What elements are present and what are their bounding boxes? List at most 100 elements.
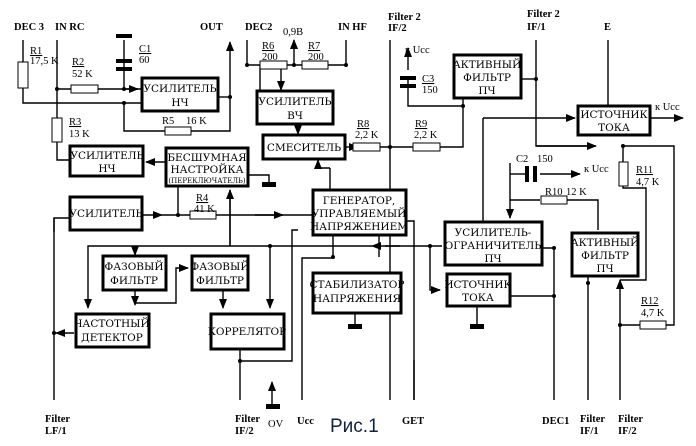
svg-text:СМЕСИТЕЛЬ: СМЕСИТЕЛЬ bbox=[267, 142, 341, 154]
svg-text:ФИЛЬТР: ФИЛЬТР bbox=[110, 275, 158, 287]
block-phase-filter-1: ФАЗОВЫЙ ФИЛЬТР bbox=[101, 254, 168, 292]
capacitor-c3 bbox=[400, 76, 416, 88]
block-current-source-top: ИСТОЧНИК ТОКА bbox=[576, 104, 652, 137]
label-r3-name: R3 bbox=[69, 117, 81, 128]
block-freq-detector: ЧАСТОТНЫЙ ДЕТЕКТОР bbox=[74, 312, 151, 349]
wires bbox=[22, 39, 684, 404]
label-c3-value: 150 bbox=[422, 85, 438, 96]
svg-text:УСИЛИТЕЛЬ: УСИЛИТЕЛЬ bbox=[143, 83, 216, 95]
block-phase-filter-2: ФАЗОВЫЙ ФИЛЬТР bbox=[190, 254, 250, 292]
svg-text:БЕСШУМНАЯ: БЕСШУМНАЯ bbox=[167, 152, 246, 164]
resistor-r3 bbox=[51, 117, 63, 143]
label-r10-name: R10 bbox=[545, 187, 563, 198]
block-mixer: СМЕСИТЕЛЬ bbox=[261, 133, 347, 161]
label-r8-value: 2,2 K bbox=[355, 130, 379, 141]
resistor-r6 bbox=[259, 60, 288, 70]
resistor-r5 bbox=[164, 126, 192, 136]
svg-text:ПЧ: ПЧ bbox=[596, 263, 613, 275]
svg-text:ОГРАНИЧИТЕЛЬ: ОГРАНИЧИТЕЛЬ bbox=[445, 240, 542, 252]
label-c2-name: C2 bbox=[516, 154, 528, 165]
svg-text:ФИЛЬТР: ФИЛЬТР bbox=[463, 72, 511, 84]
ground-icon bbox=[348, 324, 362, 329]
junctions bbox=[52, 63, 625, 363]
label-r7-name: R7 bbox=[308, 41, 320, 52]
block-silent-tuning: БЕСШУМНАЯ НАСТРОЙКА (ПЕРЕКЛЮЧАТЕЛЬ) bbox=[164, 146, 250, 188]
block-amp-lf-left: УСИЛИТЕЛЬ НЧ bbox=[68, 144, 145, 178]
label-c1-name: C1 bbox=[139, 44, 151, 55]
svg-text:ФАЗОВЫЙ: ФАЗОВЫЙ bbox=[190, 259, 249, 273]
svg-text:УСИЛИТЕЛЬ: УСИЛИТЕЛЬ bbox=[258, 96, 331, 108]
block-vco: ГЕНЕРАТОР, УПРАВЛЯЕМЫЙ НАПРЯЖЕНИЕМ bbox=[310, 188, 408, 237]
pin-ucc-bottom: Ucc bbox=[297, 416, 314, 427]
passive-components bbox=[17, 34, 667, 409]
svg-text:ИСТОЧНИК: ИСТОЧНИК bbox=[580, 109, 647, 121]
label-r12-value: 4,7 K bbox=[641, 308, 665, 319]
label-r9-name: R9 bbox=[415, 119, 427, 130]
block-amp-hf: УСИЛИТЕЛЬ ВЧ bbox=[255, 89, 335, 126]
pin-ucc-c3: к Ucc bbox=[405, 45, 430, 56]
pin-0-9v: 0,9В bbox=[283, 27, 303, 38]
ground-icon bbox=[470, 324, 484, 329]
svg-text:СТАБИЛИЗАТОР: СТАБИЛИЗАТОР bbox=[310, 279, 405, 291]
resistor-r11 bbox=[618, 161, 629, 187]
pin-dec1: DEC1 bbox=[542, 416, 569, 427]
block-current-source-bottom: ИСТОЧНИК ТОКА bbox=[444, 272, 512, 308]
label-r3-value: 13 K bbox=[69, 129, 90, 140]
pin-out: OUT bbox=[200, 22, 223, 33]
svg-text:IF/2: IF/2 bbox=[388, 23, 407, 34]
label-r4-value: 41 K bbox=[194, 204, 215, 215]
block-correlator: КОРРЕЛЯТОР bbox=[208, 312, 286, 351]
label-c1-value: 60 bbox=[139, 55, 150, 66]
svg-text:IF/2: IF/2 bbox=[235, 426, 254, 437]
svg-text:НАСТРОЙКА: НАСТРОЙКА bbox=[170, 162, 243, 176]
label-r5-value: 16 K bbox=[186, 116, 207, 127]
ground-icon bbox=[262, 182, 276, 187]
block-amp-lf-top: УСИЛИТЕЛЬ НЧ bbox=[140, 76, 220, 113]
svg-text:ФАЗОВЫЙ: ФАЗОВЫЙ bbox=[104, 259, 163, 273]
pin-in-rc: IN RC bbox=[55, 22, 84, 33]
label-r2-name: R2 bbox=[72, 57, 84, 68]
svg-text:ПЧ: ПЧ bbox=[484, 253, 501, 265]
pin-dec2: DEC2 bbox=[245, 22, 272, 33]
svg-text:ТОКА: ТОКА bbox=[462, 292, 494, 304]
svg-text:ПЧ: ПЧ bbox=[478, 85, 495, 97]
block-voltage-stabilizer: СТАБИЛИЗАТОР НАПРЯЖЕНИЯ bbox=[310, 271, 405, 315]
svg-text:ФИЛЬТР: ФИЛЬТР bbox=[196, 275, 244, 287]
pin-labels: DEC 3 IN RC OUT DEC2 0,9В IN HF Filter 2… bbox=[14, 9, 680, 437]
svg-text:IF/1: IF/1 bbox=[527, 22, 546, 33]
resistor-r7 bbox=[301, 60, 329, 70]
resistor-r4 bbox=[189, 210, 217, 220]
resistor-r1 bbox=[17, 61, 29, 89]
figure-caption: Рис.1 bbox=[330, 416, 379, 437]
svg-text:(ПЕРЕКЛЮЧАТЕЛЬ): (ПЕРЕКЛЮЧАТЕЛЬ) bbox=[168, 177, 245, 185]
block-active-filter-if-top: АКТИВНЫЙ ФИЛЬТР ПЧ bbox=[452, 53, 523, 100]
block-limiter-amp-if: УСИЛИТЕЛЬ- ОГРАНИЧИТЕЛЬ ПЧ bbox=[443, 220, 544, 267]
svg-text:IF/1: IF/1 bbox=[580, 426, 599, 437]
pin-filter2-if2-top: Filter 2 bbox=[388, 12, 421, 23]
pin-in-hf: IN HF bbox=[338, 22, 367, 33]
capacitor-c1 bbox=[116, 34, 132, 71]
label-r12-name: R12 bbox=[641, 296, 659, 307]
pin-filter2-if1-top: Filter 2 bbox=[527, 9, 560, 20]
label-r10-value: 12 K bbox=[566, 187, 587, 198]
pin-ucc-source: к Ucc bbox=[655, 102, 680, 113]
pin-filter-if2-bottom: Filter bbox=[618, 414, 643, 425]
svg-text:УСИЛИТЕЛЬ: УСИЛИТЕЛЬ bbox=[69, 208, 142, 220]
svg-text:LF/1: LF/1 bbox=[45, 426, 67, 437]
label-r6-name: R6 bbox=[262, 41, 274, 52]
svg-text:ВЧ: ВЧ bbox=[287, 110, 303, 122]
svg-text:ИСТОЧНИК: ИСТОЧНИК bbox=[444, 279, 511, 291]
block-active-filter-if-right: АКТИВНЫЙ ФИЛЬТР ПЧ bbox=[570, 231, 640, 278]
svg-text:АКТИВНЫЙ: АКТИВНЫЙ bbox=[571, 235, 640, 249]
block-amplifier: УСИЛИТЕЛЬ bbox=[68, 195, 144, 232]
svg-text:УСИЛИТЕЛЬ-: УСИЛИТЕЛЬ- bbox=[455, 227, 532, 239]
pin-ucc-c2: к Ucc bbox=[584, 164, 609, 175]
label-r11-value: 4,7 K bbox=[636, 177, 660, 188]
component-labels: R1 17,5 K R2 52 K R3 13 K R5 16 K C1 60 … bbox=[30, 41, 665, 319]
svg-text:УСИЛИТЕЛЬ: УСИЛИТЕЛЬ bbox=[70, 150, 143, 162]
label-r4-name: R4 bbox=[196, 193, 209, 204]
pin-filter-if1-bottom: Filter bbox=[580, 414, 605, 425]
svg-text:НАПРЯЖЕНИЕМ: НАПРЯЖЕНИЕМ bbox=[310, 221, 408, 233]
resistor-r12 bbox=[639, 320, 667, 330]
